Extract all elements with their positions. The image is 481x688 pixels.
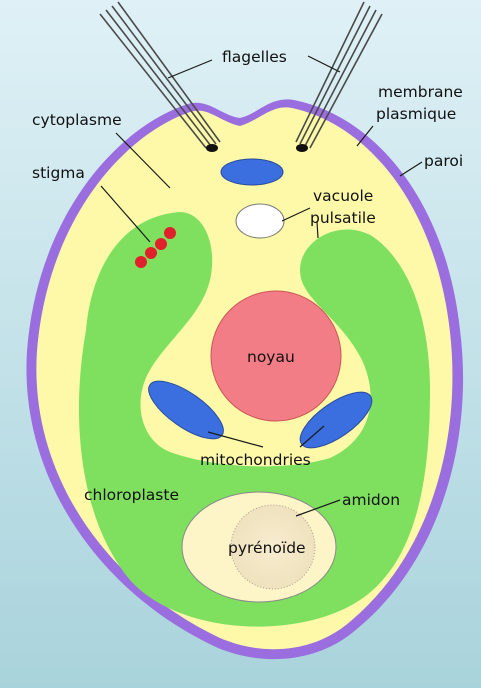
label-amidon: amidon [342, 491, 400, 509]
label-paroi: paroi [424, 152, 463, 170]
label-pulsatile: pulsatile [310, 209, 376, 227]
label-flagelles: flagelles [222, 48, 287, 66]
label-plasmique: plasmique [376, 105, 456, 123]
label-noyau: noyau [247, 348, 295, 366]
label-mitochondries: mitochondries [200, 451, 311, 469]
vacuole-shape [236, 204, 284, 238]
label-membrane: membrane [378, 83, 463, 101]
label-cytoplasme: cytoplasme [32, 111, 122, 129]
basal-body-left [206, 144, 218, 152]
label-chloroplaste: chloroplaste [84, 486, 179, 504]
vesicle-top [221, 159, 283, 185]
label-pyrenoide: pyrénoïde [228, 539, 306, 557]
label-stigma: stigma [32, 164, 85, 182]
basal-body-right [296, 144, 308, 152]
label-vacuole: vacuole [313, 187, 373, 205]
